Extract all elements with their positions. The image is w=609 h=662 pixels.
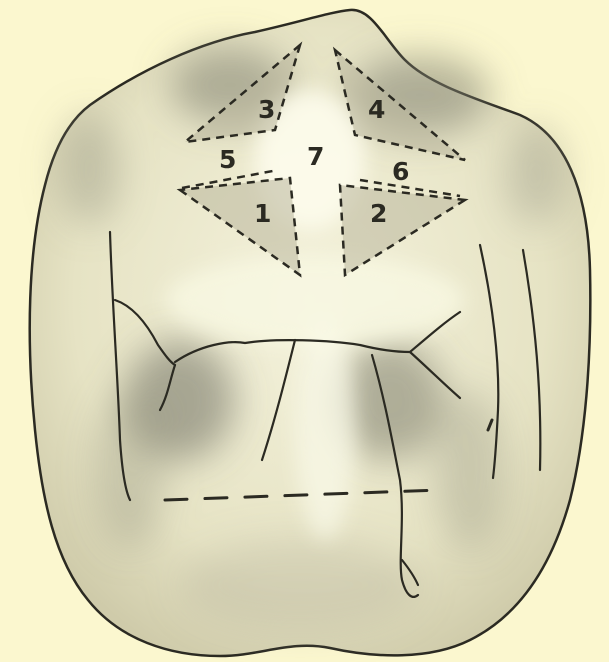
zone-label-2: 2: [370, 199, 387, 228]
zone-label-3: 3: [258, 95, 275, 124]
zone-label-1: 1: [254, 199, 271, 228]
zone-label-6: 6: [392, 157, 409, 186]
zone-label-7: 7: [307, 142, 324, 171]
zone-label-4: 4: [368, 95, 385, 124]
zone-label-5: 5: [219, 145, 236, 174]
